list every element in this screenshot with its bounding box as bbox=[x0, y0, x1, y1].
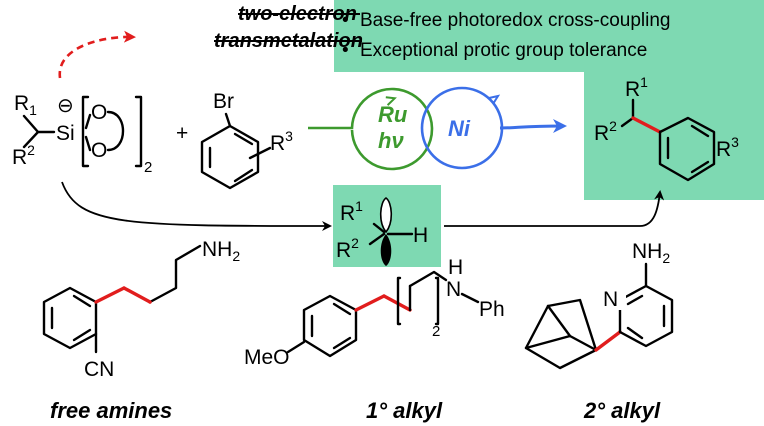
bullet-item: Exceptional protic group tolerance bbox=[360, 40, 647, 61]
ru-label: Ru bbox=[378, 102, 408, 127]
alkyl-radical-structure: R1 R2 H bbox=[336, 197, 428, 266]
bullet-highlight-box bbox=[334, 0, 764, 72]
caption-primary-alkyl: 1° alkyl bbox=[366, 398, 443, 423]
svg-text:R2: R2 bbox=[336, 235, 359, 262]
caption-secondary-alkyl: 2° alkyl bbox=[583, 398, 661, 423]
svg-text:R1: R1 bbox=[340, 198, 363, 225]
example-free-amines: NH2 CN free amines bbox=[42, 238, 240, 423]
caption-free-amines: free amines bbox=[50, 398, 172, 423]
radical-arrow-right bbox=[444, 190, 665, 227]
svg-text:R1: R1 bbox=[625, 74, 648, 101]
svg-text:CN: CN bbox=[84, 358, 114, 381]
svg-text:R2: R2 bbox=[594, 118, 617, 145]
bullet-symbol: • bbox=[342, 10, 349, 31]
svg-text:R3: R3 bbox=[270, 128, 293, 155]
svg-text:R2: R2 bbox=[12, 142, 35, 169]
light-label: hν bbox=[378, 128, 404, 153]
alkyl-silicate-structure: R1 R2 ⊖ Si 2 O O bbox=[12, 92, 152, 176]
dual-catalysis-cycles: Ru hν Ni bbox=[308, 86, 567, 171]
ni-label: Ni bbox=[448, 116, 471, 141]
svg-text:R1: R1 bbox=[14, 92, 37, 118]
ru-cycle bbox=[308, 87, 434, 171]
dashed-red-arrow bbox=[58, 30, 136, 79]
product-structure: R1 R2 R3 bbox=[594, 74, 739, 182]
svg-text:R3: R3 bbox=[716, 134, 739, 161]
svg-text:MeO: MeO bbox=[244, 346, 290, 369]
svg-text:2: 2 bbox=[432, 323, 440, 340]
svg-text:O: O bbox=[91, 101, 107, 124]
plus-sign: + bbox=[176, 122, 188, 145]
aryl-bromide-structure: Br R3 bbox=[200, 90, 293, 190]
svg-text:H: H bbox=[413, 224, 428, 247]
svg-text:Br: Br bbox=[213, 90, 234, 113]
svg-text:N: N bbox=[603, 288, 618, 311]
bullet-list: • Base-free photoredox cross-coupling • … bbox=[342, 10, 671, 61]
blue-arrow bbox=[499, 119, 567, 134]
bullet-symbol: • bbox=[342, 40, 349, 61]
product-highlight-box bbox=[584, 72, 764, 200]
example-secondary-alkyl: N NH2 2° alkyl bbox=[524, 240, 674, 423]
svg-text:N: N bbox=[446, 278, 461, 301]
svg-text:H: H bbox=[448, 256, 463, 279]
bullet-item: Base-free photoredox cross-coupling bbox=[360, 10, 671, 31]
svg-text:O: O bbox=[91, 139, 107, 162]
svg-text:NH2: NH2 bbox=[632, 240, 670, 266]
example-primary-alkyl: MeO 2 N H Ph 1° alkyl bbox=[244, 256, 505, 423]
charge-symbol: ⊖ bbox=[57, 95, 74, 117]
radical-arrow-left bbox=[61, 181, 332, 231]
svg-text:NH2: NH2 bbox=[202, 238, 240, 264]
svg-text:Si: Si bbox=[56, 122, 75, 145]
svg-text:2: 2 bbox=[144, 159, 152, 176]
svg-text:Ph: Ph bbox=[479, 298, 505, 321]
